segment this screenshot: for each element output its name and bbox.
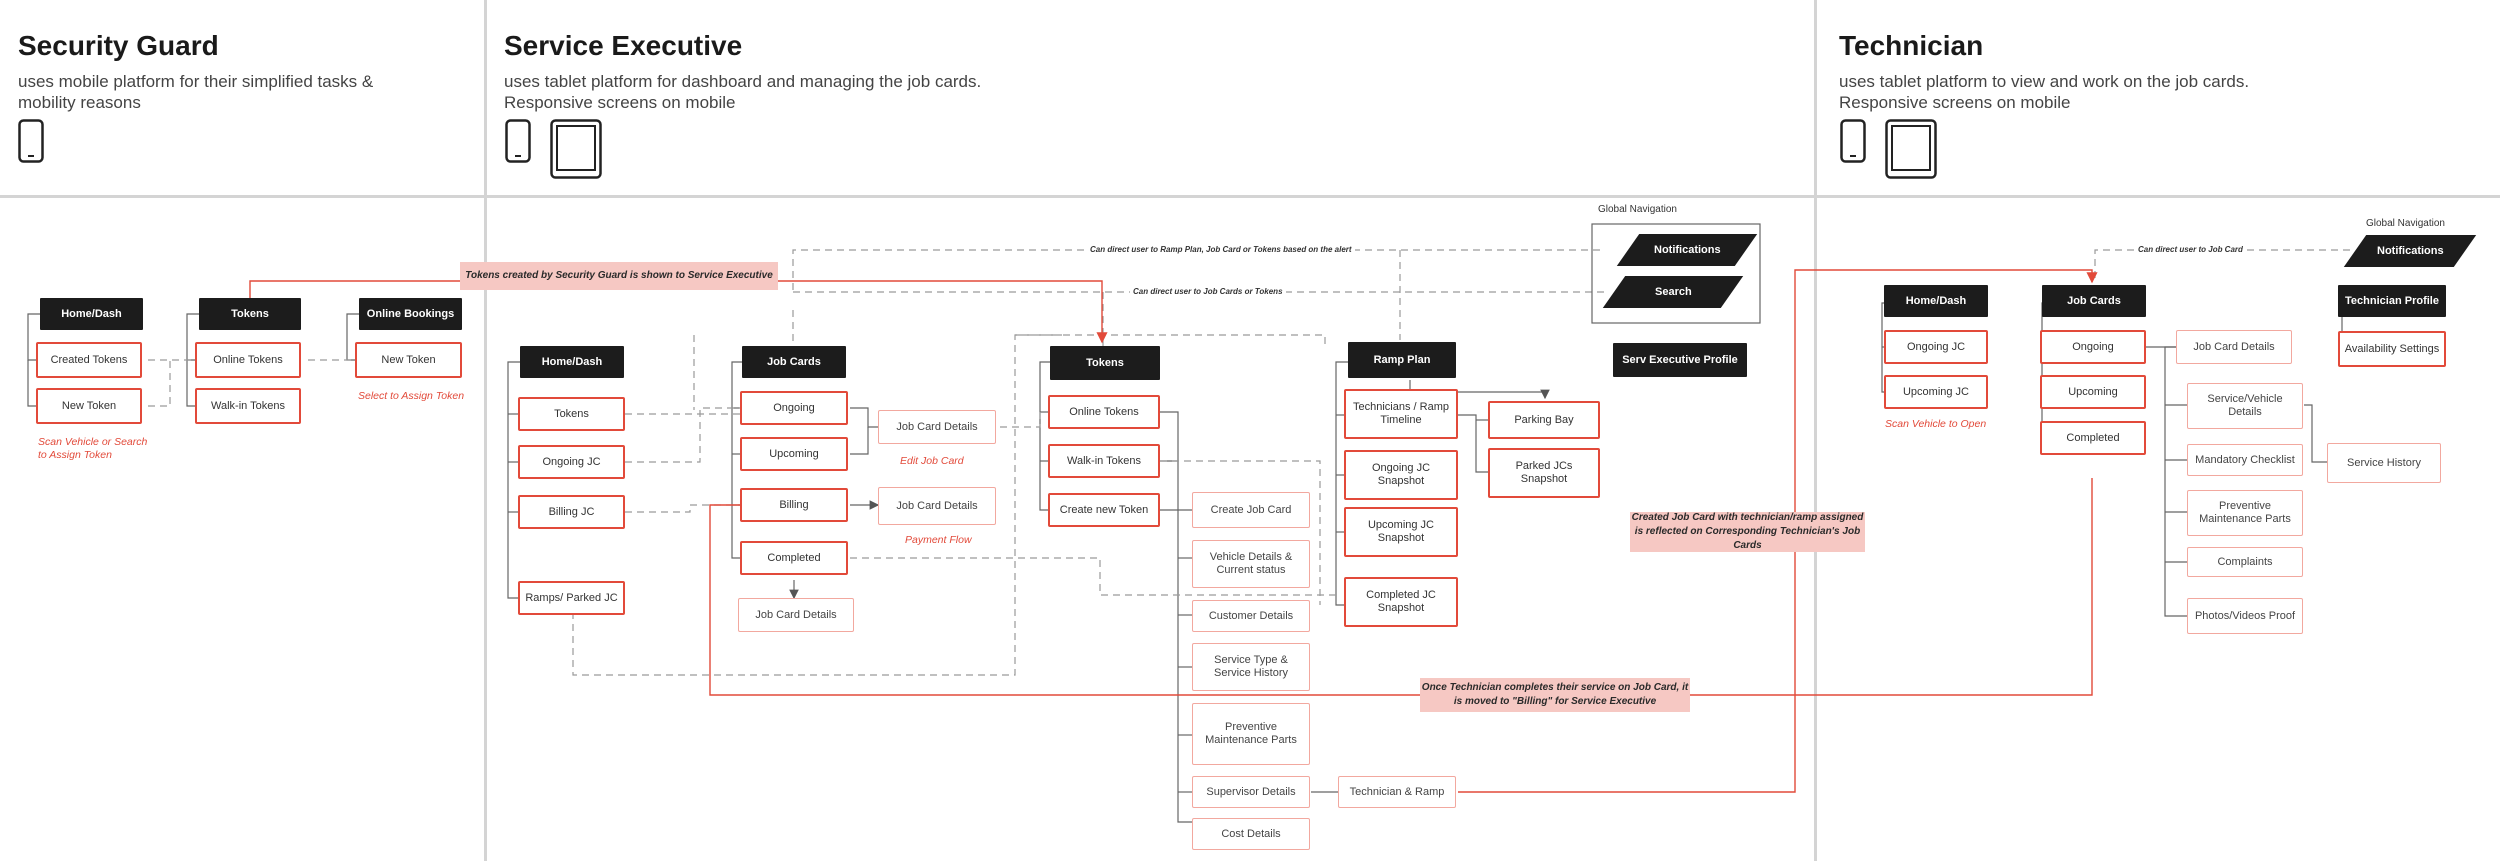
guard-online-tokens[interactable]: Online Tokens	[195, 342, 301, 378]
exec-ramp-upcoming-snapshot[interactable]: Upcoming JC Snapshot	[1344, 507, 1458, 557]
exec-service-type[interactable]: Service Type & Service History	[1192, 643, 1310, 691]
exec-home-ongoing-jc[interactable]: Ongoing JC	[518, 445, 625, 479]
guard-new-token[interactable]: New Token	[36, 388, 142, 424]
tech-availability-settings[interactable]: Availability Settings	[2338, 331, 2446, 367]
exec-home-ramps-parked[interactable]: Ramps/ Parked JC	[518, 581, 625, 615]
section-desc-technician: uses tablet platform to view and work on…	[1839, 72, 2250, 112]
guard-online-bookings[interactable]: Online Bookings	[359, 298, 462, 330]
exec-vehicle-details[interactable]: Vehicle Details & Current status	[1192, 540, 1310, 588]
exec-annotation-alert: Can direct user to Ramp Plan, Job Card o…	[1087, 245, 1355, 254]
tech-preventive-parts[interactable]: Preventive Maintenance Parts	[2187, 490, 2303, 536]
tablet-icon	[550, 119, 602, 179]
tech-jc-details[interactable]: Job Card Details	[2176, 330, 2292, 364]
section-desc-security-guard: uses mobile platform for their simplifie…	[18, 72, 374, 112]
tech-ongoing-jc[interactable]: Ongoing JC	[1884, 330, 1988, 364]
exec-notifications-label: Notifications	[1653, 244, 1721, 256]
exec-parked-jcs-snapshot[interactable]: Parked JCs Snapshot	[1488, 448, 1600, 498]
header-divider	[0, 195, 2500, 198]
exec-parking-bay[interactable]: Parking Bay	[1488, 401, 1600, 439]
exec-ramp-ongoing-snapshot[interactable]: Ongoing JC Snapshot	[1344, 450, 1458, 500]
tech-home-dash[interactable]: Home/Dash	[1884, 285, 1988, 317]
exec-technician-ramp[interactable]: Technician & Ramp	[1338, 776, 1456, 808]
tech-completed[interactable]: Completed	[2040, 421, 2146, 455]
exec-home-dash[interactable]: Home/Dash	[520, 346, 624, 378]
divider-guard-exec	[484, 0, 487, 861]
guard-ob-new-token[interactable]: New Token	[355, 342, 462, 378]
exec-customer-details[interactable]: Customer Details	[1192, 600, 1310, 632]
exec-notifications[interactable]: Notifications	[1616, 234, 1758, 266]
exec-note-payment: Payment Flow	[905, 534, 972, 546]
tech-complaints[interactable]: Complaints	[2187, 547, 2303, 577]
guard-created-tokens[interactable]: Created Tokens	[36, 342, 142, 378]
divider-exec-tech	[1814, 0, 1817, 861]
exec-preventive-parts[interactable]: Preventive Maintenance Parts	[1192, 703, 1310, 765]
exec-jc-details-edit[interactable]: Job Card Details	[878, 410, 996, 444]
section-title-service-executive: Service Executive	[504, 30, 743, 61]
phone-icon	[1840, 119, 1866, 163]
tech-profile[interactable]: Technician Profile	[2338, 285, 2446, 317]
exec-jc-ongoing[interactable]: Ongoing	[740, 391, 848, 425]
exec-ramp-completed-snapshot[interactable]: Completed JC Snapshot	[1344, 577, 1458, 627]
guard-note-scan: Scan Vehicle or Search to Assign Token	[38, 436, 148, 461]
guard-home-dash[interactable]: Home/Dash	[40, 298, 143, 330]
phone-icon	[505, 119, 531, 163]
exec-tokens-online[interactable]: Online Tokens	[1048, 395, 1160, 429]
exec-tokens-walkin[interactable]: Walk-in Tokens	[1048, 444, 1160, 478]
exec-ramp-timeline[interactable]: Technicians / Ramp Timeline	[1344, 389, 1458, 439]
tech-notifications[interactable]: Notifications	[2343, 235, 2477, 267]
tech-annotation-job-card: Can direct user to Job Card	[2135, 245, 2246, 254]
tablet-icon	[1885, 119, 1937, 179]
banner-technician-completes: Once Technician completes their service …	[1420, 678, 1690, 712]
exec-supervisor-details[interactable]: Supervisor Details	[1192, 776, 1310, 808]
exec-jc-billing[interactable]: Billing	[740, 488, 848, 522]
exec-ramp-plan[interactable]: Ramp Plan	[1348, 342, 1456, 378]
tech-service-history[interactable]: Service History	[2327, 443, 2441, 483]
exec-home-tokens[interactable]: Tokens	[518, 397, 625, 431]
exec-search-label: Search	[1654, 286, 1692, 298]
banner-tokens-shared: Tokens created by Security Guard is show…	[460, 262, 778, 290]
exec-tokens-create-new[interactable]: Create new Token	[1048, 493, 1160, 527]
exec-jc-completed[interactable]: Completed	[740, 541, 848, 575]
exec-global-nav-label: Global Navigation	[1598, 204, 1677, 215]
section-desc-service-executive: uses tablet platform for dashboard and m…	[504, 72, 982, 112]
guard-tokens[interactable]: Tokens	[199, 298, 301, 330]
tech-upcoming-jc[interactable]: Upcoming JC	[1884, 375, 1988, 409]
exec-jc-upcoming[interactable]: Upcoming	[740, 437, 848, 471]
tech-mandatory-checklist[interactable]: Mandatory Checklist	[2187, 444, 2303, 476]
tech-photos-videos[interactable]: Photos/Videos Proof	[2187, 598, 2303, 634]
exec-cost-details[interactable]: Cost Details	[1192, 818, 1310, 850]
section-title-technician: Technician	[1839, 30, 1984, 61]
exec-create-job-card[interactable]: Create Job Card	[1192, 492, 1310, 528]
exec-annotation-jc-tokens: Can direct user to Job Cards or Tokens	[1130, 287, 1286, 296]
exec-note-edit: Edit Job Card	[900, 455, 964, 467]
exec-jc-details-billing[interactable]: Job Card Details	[878, 487, 996, 525]
guard-walkin-tokens[interactable]: Walk-in Tokens	[195, 388, 301, 424]
banner-created-job-card: Created Job Card with technician/ramp as…	[1630, 512, 1865, 552]
tech-notifications-label: Notifications	[2376, 245, 2444, 257]
exec-tokens[interactable]: Tokens	[1050, 346, 1160, 380]
phone-icon	[18, 119, 44, 163]
tech-upcoming[interactable]: Upcoming	[2040, 375, 2146, 409]
exec-search[interactable]: Search	[1602, 276, 1744, 308]
tech-note-scan: Scan Vehicle to Open	[1885, 418, 1987, 430]
tech-job-cards[interactable]: Job Cards	[2042, 285, 2146, 317]
exec-home-billing-jc[interactable]: Billing JC	[518, 495, 625, 529]
exec-jc-details-completed[interactable]: Job Card Details	[738, 598, 854, 632]
exec-job-cards[interactable]: Job Cards	[742, 346, 846, 378]
tech-ongoing[interactable]: Ongoing	[2040, 330, 2146, 364]
tech-service-vehicle-details[interactable]: Service/Vehicle Details	[2187, 383, 2303, 429]
guard-note-select: Select to Assign Token	[358, 390, 465, 402]
section-title-security-guard: Security Guard	[18, 30, 219, 61]
tech-global-nav-label: Global Navigation	[2366, 218, 2445, 229]
exec-profile[interactable]: Serv Executive Profile	[1613, 343, 1747, 377]
